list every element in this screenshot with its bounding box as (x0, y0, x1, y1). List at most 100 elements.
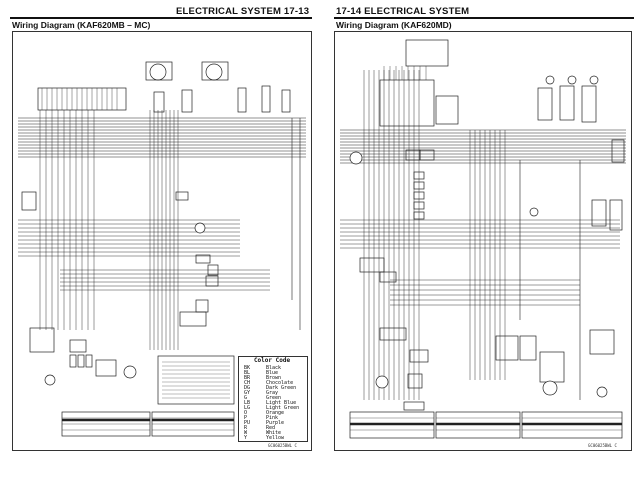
color-code-abbr: LB (244, 400, 251, 406)
connector (195, 299, 209, 313)
connector (379, 271, 397, 283)
color-code-abbr: LG (244, 405, 251, 411)
color-code-abbr: DG (244, 385, 251, 391)
sensor-icon (205, 63, 223, 81)
page-code: GC06025BWL C (588, 443, 617, 448)
relay-box (435, 95, 459, 125)
color-code-name: Chocolate (266, 380, 294, 386)
diagram-frame (12, 31, 312, 451)
connector (559, 85, 575, 121)
color-code-name: Dark Green (266, 385, 297, 391)
color-code-abbr: W (244, 430, 248, 436)
connector (405, 149, 421, 161)
relay-box (201, 61, 229, 81)
color-code-name: Blue (266, 370, 279, 376)
color-code-table (238, 356, 308, 442)
starter-relay (95, 359, 117, 377)
color-code-name: Orange (266, 410, 285, 416)
fuse (77, 354, 85, 368)
fuse (85, 354, 93, 368)
relay-assembly (495, 335, 519, 361)
color-code-name: Yellow (266, 435, 285, 441)
starter-motor-icon (375, 375, 389, 389)
fuel-pump-icon (194, 222, 206, 234)
color-code-abbr: BK (244, 365, 251, 371)
color-code-name: Black (266, 365, 282, 371)
color-code-name: Red (266, 425, 276, 431)
connector (175, 191, 189, 201)
connector (281, 89, 291, 113)
sensor-box (359, 257, 385, 273)
connector (195, 254, 211, 264)
switch-block (413, 191, 425, 200)
connector (591, 199, 607, 227)
relay-assembly (379, 79, 435, 127)
right-page: 17-14 ELECTRICAL SYSTEM Wiring Diagram (… (320, 0, 640, 480)
connector (419, 149, 435, 161)
color-code-title: Color Code (253, 357, 291, 364)
regulator-box (179, 311, 207, 327)
left-page: ELECTRICAL SYSTEM 17-13 Wiring Diagram (… (10, 6, 312, 451)
relay-box (145, 61, 173, 81)
ground-icon (44, 374, 56, 386)
color-code-name: White (266, 430, 282, 436)
color-code-name: Brown (266, 375, 282, 381)
sensor-icon (149, 63, 167, 81)
color-code-abbr: O (244, 410, 248, 416)
diagram-frame (334, 31, 632, 451)
starter-motor-icon (123, 365, 137, 379)
switch-block (413, 171, 425, 180)
color-code-name: Purple (266, 420, 285, 426)
wiring-diagram (18, 61, 306, 437)
color-code-abbr: BL (244, 370, 251, 376)
color-code-name: Gray (266, 390, 279, 396)
fuel-sensor-icon (349, 151, 363, 165)
parts-legend (157, 355, 235, 405)
color-code-abbr: PU (244, 420, 251, 426)
connector (153, 91, 165, 113)
color-code-abbr: Y (244, 435, 248, 441)
relay-box (409, 349, 429, 363)
color-code-name: Pink (266, 415, 279, 421)
fuse (69, 354, 77, 368)
color-code-abbr: R (244, 425, 248, 431)
starter-motor-icon (542, 380, 558, 396)
connector (407, 373, 423, 389)
color-code-name: Light Blue (266, 400, 297, 406)
lamp-icon (529, 207, 539, 217)
color-code-abbr: P (244, 415, 248, 421)
header-rule (334, 17, 634, 19)
switch-block (413, 201, 425, 210)
color-code-name: Green (266, 395, 282, 401)
switch-block (413, 181, 425, 190)
sensor-icon (567, 75, 577, 85)
fuse-box (69, 339, 87, 353)
sensor-icon (545, 75, 555, 85)
wiring-diagram (340, 39, 626, 439)
sensor-icon (589, 75, 599, 85)
color-code-abbr: BR (244, 375, 251, 381)
connector (207, 264, 219, 276)
color-code-abbr: CH (244, 380, 251, 386)
ecu-connector (405, 39, 449, 67)
diagram-subtitle: Wiring Diagram (KAF620MD) (336, 20, 452, 30)
connector (403, 401, 425, 411)
connector (581, 85, 597, 123)
connector (609, 199, 623, 231)
ground-icon (596, 386, 608, 398)
color-code-abbr: GY (244, 390, 251, 396)
connector (379, 327, 407, 341)
connector (181, 89, 193, 113)
battery-icon (29, 327, 55, 353)
connector (261, 85, 271, 113)
page-code: GC06025BWL C (268, 443, 297, 448)
page-header: ELECTRICAL SYSTEM 17-13 (176, 6, 310, 17)
color-code-abbr: G (244, 395, 248, 401)
header-rule (10, 17, 312, 19)
switch-box (21, 191, 37, 211)
connector (537, 87, 553, 121)
relay-box (519, 335, 537, 361)
page-header: 17-14 ELECTRICAL SYSTEM (336, 6, 470, 17)
connector (237, 87, 247, 113)
switch-block (413, 211, 425, 220)
